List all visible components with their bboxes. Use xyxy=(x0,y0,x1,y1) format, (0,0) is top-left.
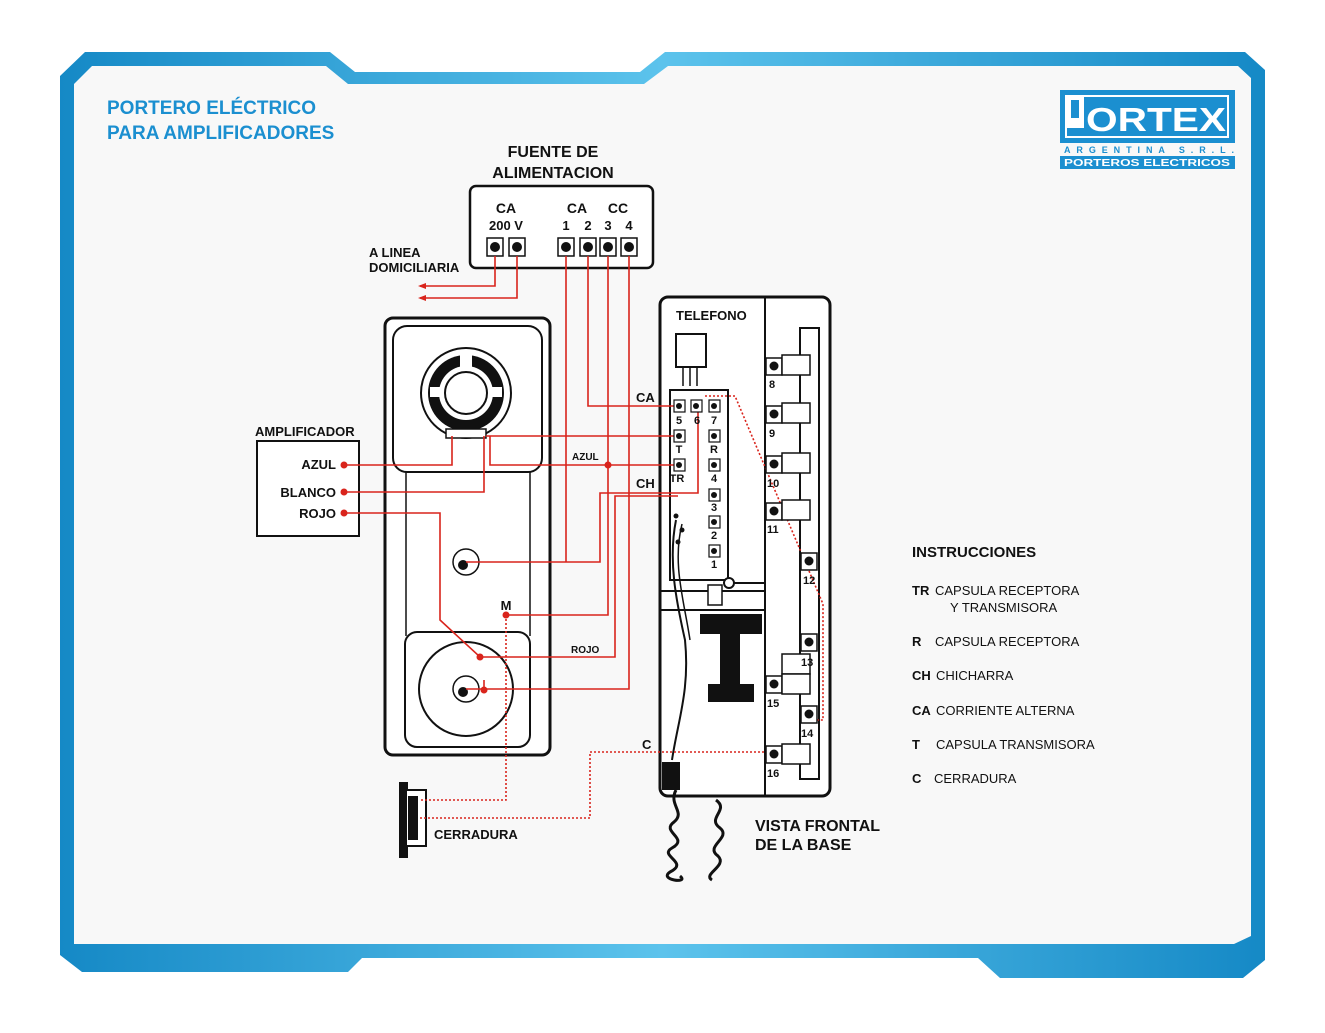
phone-terminal-block-left xyxy=(673,399,721,558)
wire-azul-label: AZUL xyxy=(572,452,599,463)
term-t: T xyxy=(676,444,683,456)
wire-labels: CA AZUL CH ROJO C xyxy=(571,390,655,752)
lock-label: CERRADURA xyxy=(434,827,518,842)
ps-ca2-label: CA xyxy=(567,200,587,216)
wire-c-label: C xyxy=(642,737,652,752)
page-title-line1: PORTERO ELÉCTRICO xyxy=(107,97,316,119)
phone-caption-2: DE LA BASE xyxy=(755,837,852,854)
phone-terminal-block-right xyxy=(765,354,818,765)
term-7: 7 xyxy=(711,415,717,427)
instr-text-tr: CAPSULA RECEPTORA xyxy=(935,583,1080,598)
wire-ch-label: CH xyxy=(636,476,655,491)
ps-terminal-2: 2 xyxy=(584,218,591,233)
instr-code-r: R xyxy=(912,634,922,649)
power-supply: FUENTE DE ALIMENTACION CA 200 V CA CC 1 … xyxy=(369,144,655,275)
amplifier: AMPLIFICADOR AZUL BLANCO ROJO xyxy=(255,424,360,537)
ps-cc-label: CC xyxy=(608,200,628,216)
instr-text-c: CERRADURA xyxy=(934,771,1017,786)
instr-text-tr-2: Y TRANSMISORA xyxy=(950,600,1057,615)
mains-label-1: A LINEA xyxy=(369,245,421,260)
instr-code-ca: CA xyxy=(912,703,931,718)
logo-brand: ORTEX xyxy=(1086,101,1226,138)
wire-rojo-label: ROJO xyxy=(571,645,600,656)
ps-ca-voltage: 200 V xyxy=(489,218,523,233)
instr-code-t: T xyxy=(912,737,920,752)
term-4: 4 xyxy=(711,473,718,485)
door-lock: CERRADURA xyxy=(399,782,518,858)
term-9: 9 xyxy=(769,428,775,440)
amp-azul-label: AZUL xyxy=(301,457,336,472)
amp-rojo-label: ROJO xyxy=(299,506,336,521)
term-5: 5 xyxy=(676,415,682,427)
wire-ca-label: CA xyxy=(636,390,655,405)
instr-code-tr: TR xyxy=(912,583,930,598)
door-panel: M xyxy=(383,316,552,757)
phone-caption-1: VISTA FRONTAL xyxy=(755,818,880,835)
mains-label-2: DOMICILIARIA xyxy=(369,260,460,275)
instructions-title: INSTRUCCIONES xyxy=(912,544,1036,561)
portex-logo: ORTEX ARGENTINA S.R.L. PORTEROS ELECTRIC… xyxy=(1060,90,1235,169)
power-supply-title-2: ALIMENTACION xyxy=(492,165,613,182)
power-supply-title-1: FUENTE DE xyxy=(508,144,599,161)
term-10: 10 xyxy=(767,478,779,490)
term-13: 13 xyxy=(801,657,813,669)
wires xyxy=(344,256,824,819)
term-11: 11 xyxy=(767,524,779,536)
amp-blanco-label: BLANCO xyxy=(280,485,336,500)
term-8: 8 xyxy=(769,379,775,391)
ps-terminal-4: 4 xyxy=(625,218,633,233)
instr-text-ca: CORRIENTE ALTERNA xyxy=(936,703,1075,718)
term-r: R xyxy=(710,444,718,456)
title-block: PORTERO ELÉCTRICO PARA AMPLIFICADORES xyxy=(107,97,334,144)
instr-code-ch: CH xyxy=(912,668,931,683)
page-title-line2: PARA AMPLIFICADORES xyxy=(107,123,334,144)
term-16: 16 xyxy=(767,768,779,780)
term-6: 6 xyxy=(694,415,700,427)
instr-code-c: C xyxy=(912,771,922,786)
logo-sub: ARGENTINA S.R.L. xyxy=(1064,145,1234,155)
ps-terminal-3: 3 xyxy=(604,218,611,233)
ps-terminal-1: 1 xyxy=(562,218,569,233)
term-3: 3 xyxy=(711,502,717,514)
term-15: 15 xyxy=(767,698,779,710)
instructions: INSTRUCCIONES TR CAPSULA RECEPTORA Y TRA… xyxy=(912,544,1095,786)
phone-terminal-labels-right: 8 9 10 11 12 13 15 14 16 xyxy=(767,379,815,780)
term-2: 2 xyxy=(711,530,717,542)
ps-ca-label: CA xyxy=(496,200,516,216)
wire-nodes xyxy=(340,461,612,694)
term-1: 1 xyxy=(711,559,717,571)
instr-text-ch: CHICHARRA xyxy=(936,668,1014,683)
term-12: 12 xyxy=(803,575,815,587)
instr-text-t: CAPSULA TRANSMISORA xyxy=(936,737,1095,752)
amplifier-title: AMPLIFICADOR xyxy=(255,424,355,439)
logo-tagline: PORTEROS ELECTRICOS xyxy=(1064,158,1230,169)
term-14: 14 xyxy=(801,728,814,740)
phone-title: TELEFONO xyxy=(676,308,747,323)
phone-terminal-labels: 5 6 7 T R TR 4 3 2 1 xyxy=(670,415,718,571)
m-label: M xyxy=(501,598,512,613)
instr-text-r: CAPSULA RECEPTORA xyxy=(935,634,1080,649)
term-tr: TR xyxy=(670,473,685,485)
ps-screw-terminals xyxy=(486,237,638,257)
